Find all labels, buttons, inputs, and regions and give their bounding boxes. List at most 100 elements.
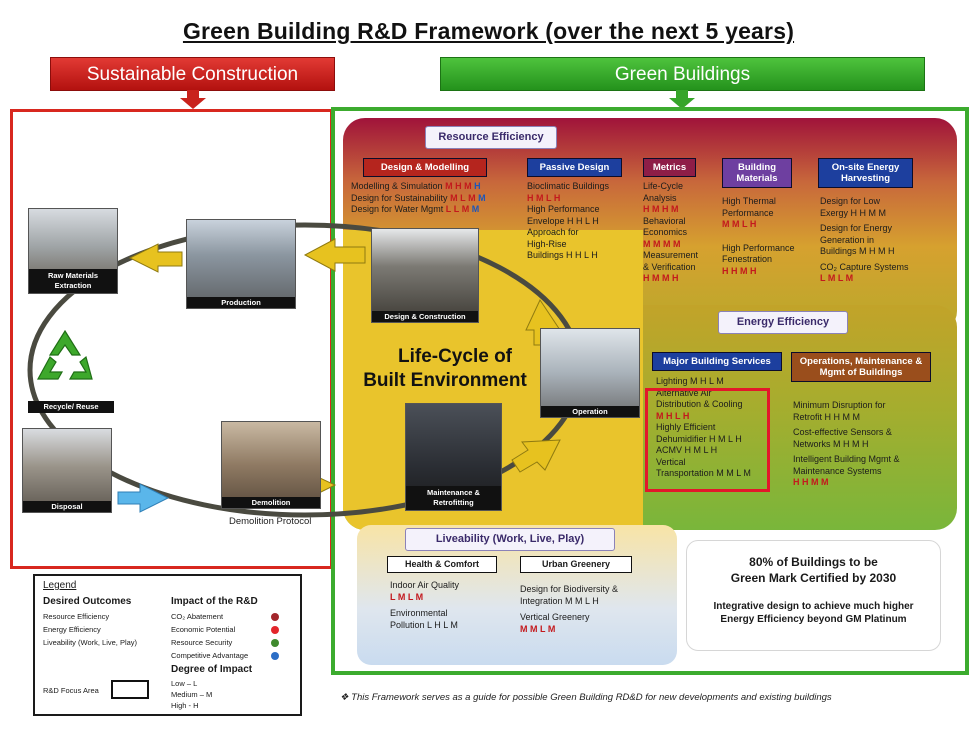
list-item: Performance <box>722 207 774 218</box>
arrow-icon <box>128 243 183 273</box>
operations-list: Minimum Disruption for Retrofit H H M M … <box>793 400 900 489</box>
stage-label: Disposal <box>23 501 111 512</box>
target-box: 80% of Buildings to be Green Mark Certif… <box>686 540 941 651</box>
list-item: High Thermal <box>722 196 776 206</box>
legend: Legend Desired Outcomes Resource Efficie… <box>33 574 302 716</box>
page-title: Green Building R&D Framework (over the n… <box>182 18 795 44</box>
competitive-dot-icon <box>271 652 279 660</box>
rating-line: L M L M <box>390 591 424 602</box>
metrics-list: Life-Cycle Analysis H M H M Behavioral E… <box>643 181 698 285</box>
rating-line: L M L M <box>820 273 854 283</box>
legend-degree-header: Degree of Impact <box>171 664 253 675</box>
resource-efficiency-tag: Resource Efficiency <box>425 126 557 149</box>
list-item: Environmental <box>390 608 448 618</box>
design-construction-photo: Design & Construction <box>371 228 479 323</box>
list-item: Alternative Air <box>656 387 712 398</box>
list-item: Behavioral <box>643 215 686 226</box>
legend-outcomes-header: Desired Outcomes <box>43 596 132 607</box>
stage-label: Maintenance & Retrofitting <box>406 486 501 510</box>
legend-impact: CO₂ Abatement <box>171 612 224 621</box>
list-item: CO₂ Capture Systems <box>820 261 909 272</box>
operation-photo: Operation <box>540 328 640 418</box>
list-item: Networks M H M H <box>793 438 869 449</box>
legend-impact: Competitive Advantage <box>171 651 249 660</box>
down-arrow-icon <box>669 90 695 109</box>
disposal-photo: Disposal <box>22 428 112 513</box>
passive-design-header: Passive Design <box>527 158 622 177</box>
legend-title: Legend <box>43 580 77 591</box>
list-item: Fenestration <box>722 254 773 264</box>
stage-label: Recycle/ Reuse <box>28 401 114 413</box>
rating-line: M M M M <box>643 238 681 249</box>
list-item: High-Rise <box>527 238 567 249</box>
maintenance-photo: Maintenance & Retrofitting <box>405 403 502 511</box>
major-services-header: Major Building Services <box>652 352 782 371</box>
target-line: Green Mark Certified by 2030 <box>730 571 897 585</box>
rating-line: M H L H <box>656 410 690 421</box>
health-comfort-list: Indoor Air Quality L M L M Environmental… <box>390 580 459 631</box>
demolition-protocol-label: Demolition Protocol <box>229 516 312 527</box>
legend-degree: Low – L <box>171 679 198 688</box>
legend-degree: High - H <box>171 701 199 710</box>
legend-focus-area: R&D Focus Area <box>43 686 99 695</box>
stage-label: Design & Construction <box>372 311 478 322</box>
list-item: Envelope H H L H <box>527 215 599 226</box>
list-item: Highly Efficient <box>656 422 716 432</box>
list-item: ACMV H M L H <box>656 445 718 455</box>
list-item: Design for Biodiversity & <box>520 584 619 594</box>
list-item: Design for Energy <box>820 223 893 233</box>
list-item: Vertical Greenery <box>520 612 590 622</box>
list-item: Minimum Disruption for <box>793 400 886 410</box>
metrics-header: Metrics <box>643 158 696 177</box>
rating-line: H M H M <box>643 204 679 214</box>
sustainable-construction-banner: Sustainable Construction <box>50 57 335 91</box>
arrow-icon <box>303 238 366 272</box>
list-item: High Performance <box>722 242 795 253</box>
list-item: Integration M M L H <box>520 595 599 606</box>
list-item: Economics <box>643 227 688 237</box>
legend-degree: Medium – M <box>171 690 213 699</box>
legend-outcome: Resource Efficiency <box>43 612 110 621</box>
lifecycle-title-line: Built Environment <box>363 370 527 391</box>
rating-line: M M L M <box>520 623 556 634</box>
list-item: Vertical <box>656 456 686 467</box>
stage-label: Demolition <box>222 497 320 508</box>
list-item: Analysis <box>643 192 677 203</box>
legend-impact: Economic Potential <box>171 625 236 634</box>
list-item: Maintenance Systems <box>793 465 882 476</box>
legend-impact: Resource Security <box>171 638 233 647</box>
passive-design-list: Bioclimatic Buildings H M L H High Perfo… <box>527 181 609 262</box>
list-item: Buildings H H L H <box>527 250 598 260</box>
liveability-tag: Liveability (Work, Live, Play) <box>405 528 615 551</box>
urban-greenery-header: Urban Greenery <box>520 556 632 573</box>
list-item: Lighting M H L M <box>656 376 724 386</box>
building-materials-list: High Thermal Performance M M L H High Pe… <box>722 196 795 277</box>
list-item: Pollution L H L M <box>390 619 458 630</box>
list-item: Design for Water Mgmt L L M M <box>351 204 480 214</box>
list-item: Modelling & Simulation M H M H <box>351 181 481 191</box>
lifecycle-title-line: Life-Cycle of <box>397 346 513 367</box>
list-item: Design for Low <box>820 196 881 206</box>
list-item: & Verification <box>643 261 696 272</box>
rating-line: M M L H <box>722 219 757 229</box>
rating-line: H H M M <box>793 477 829 487</box>
legend-outcome: Energy Efficiency <box>43 625 101 634</box>
list-item: Measurement <box>643 250 699 260</box>
resource-dot-icon <box>271 639 279 647</box>
building-materials-header: Building Materials <box>722 158 792 188</box>
lifecycle-title: Life-Cycle of Built Environment <box>363 345 540 393</box>
list-item: Dehumidifier H M L H <box>656 433 742 444</box>
list-item: Retrofit H H M M <box>793 411 861 422</box>
legend-impact-header: Impact of the R&D <box>171 596 258 607</box>
recycle-icon <box>36 329 93 380</box>
energy-efficiency-tag: Energy Efficiency <box>718 311 848 334</box>
list-item: High Performance <box>527 204 600 214</box>
list-item: Indoor Air Quality <box>390 580 460 590</box>
target-line: Integrative design to achieve much highe… <box>713 601 914 612</box>
health-comfort-header: Health & Comfort <box>387 556 497 573</box>
item-text: Design for Water Mgmt <box>351 204 444 214</box>
list-item: Distribution & Cooling <box>656 399 743 409</box>
arrow-icon <box>511 439 561 473</box>
list-item: Exergy H H M M <box>820 207 887 218</box>
list-item: Intelligent Building Mgmt & <box>793 454 900 464</box>
